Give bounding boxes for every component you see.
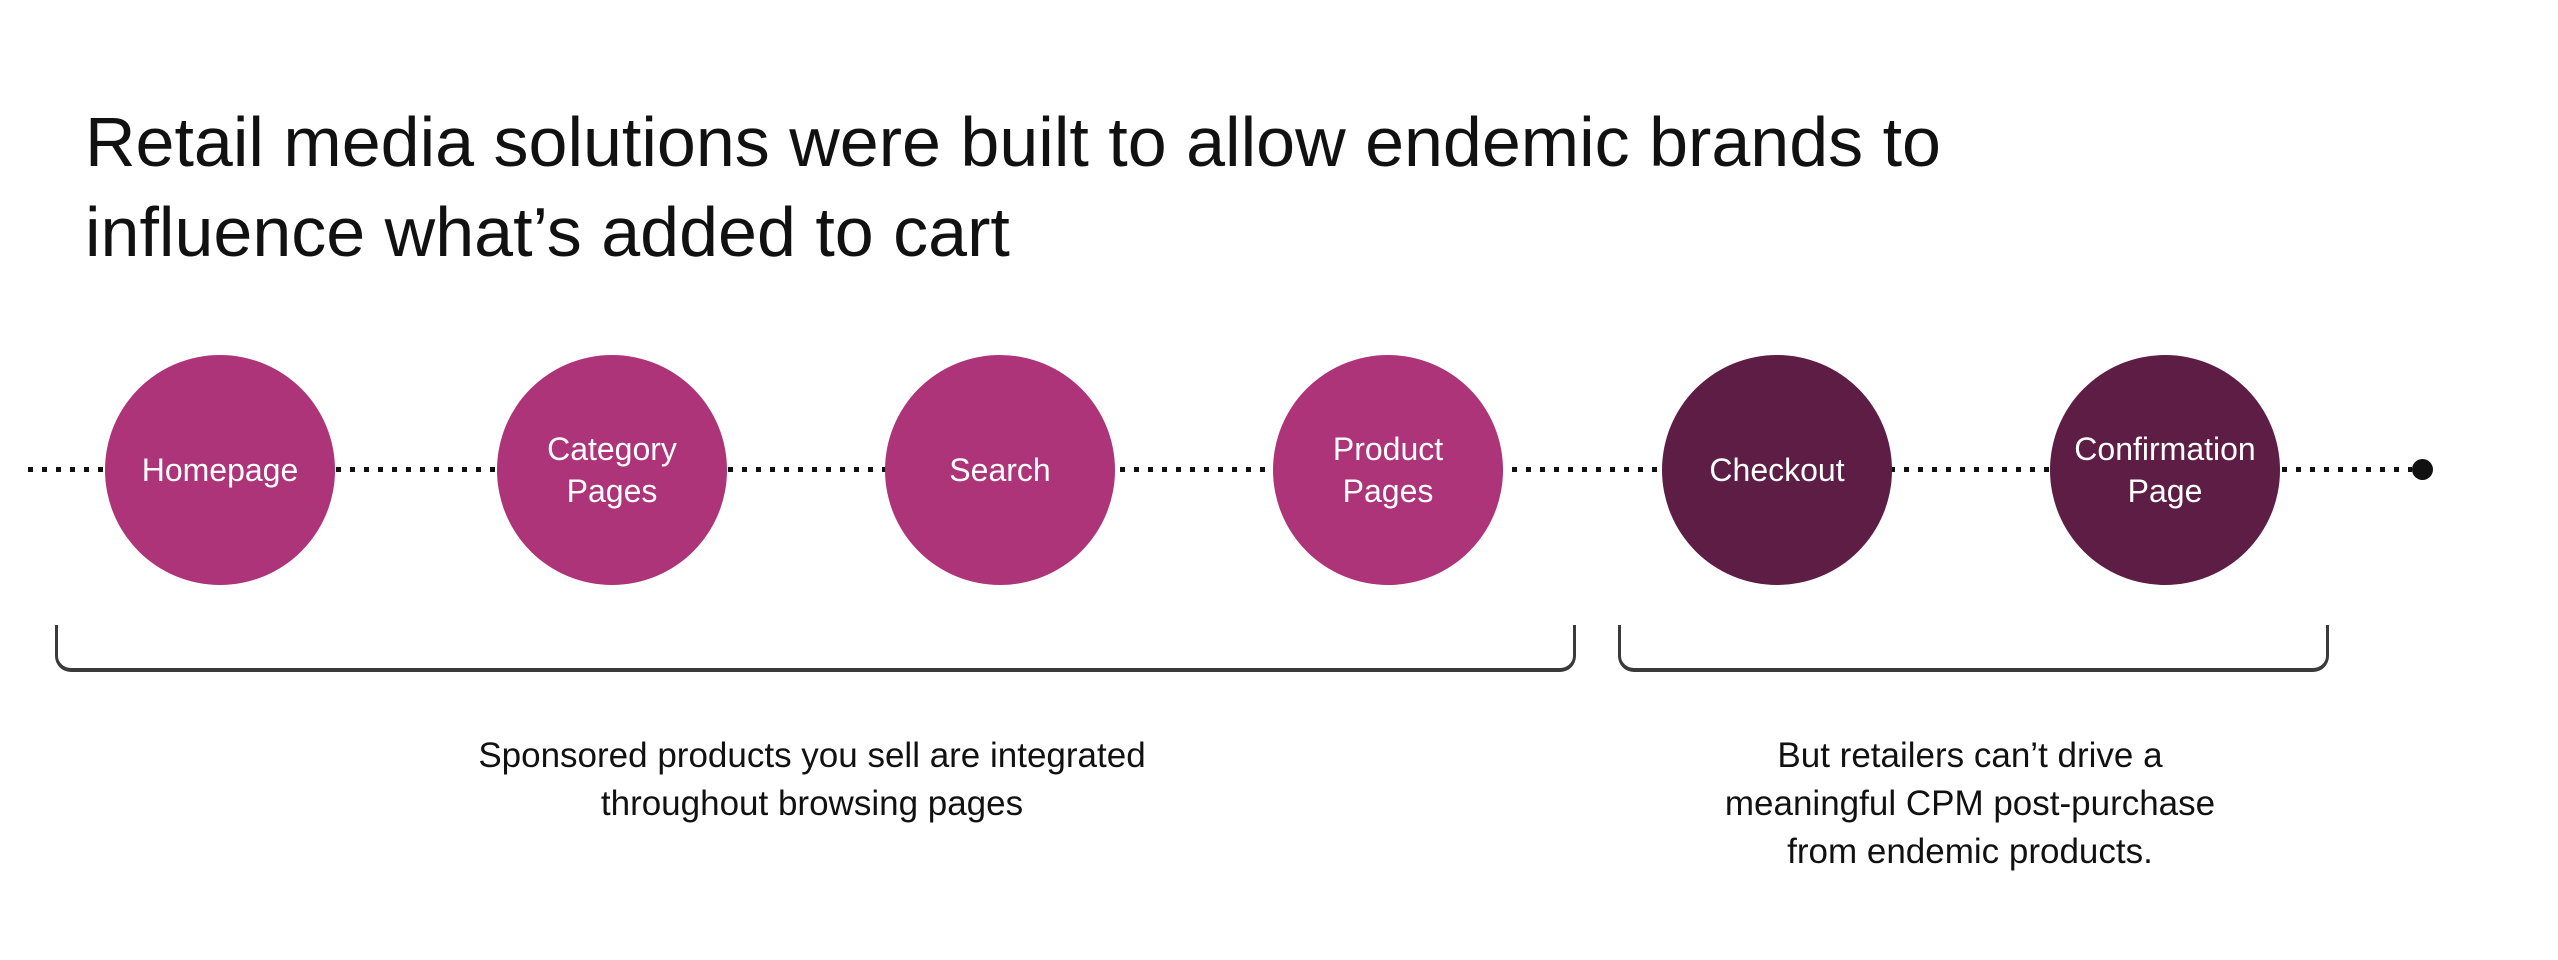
journey-step-label: Search bbox=[949, 451, 1051, 488]
caption-browsing-pages: Sponsored products you sell are integrat… bbox=[478, 736, 1146, 823]
journey-step-label: Product Pages bbox=[1332, 430, 1444, 509]
caption-post-purchase: But retailers can’t drive a meaningful C… bbox=[1724, 736, 2216, 871]
page-title: Retail media solutions were built to all… bbox=[85, 102, 1941, 271]
journey-step-label: Confirmation Page bbox=[2074, 430, 2256, 509]
journey-step-checkout: Checkout bbox=[1662, 355, 1892, 585]
bracket-browsing-pages bbox=[55, 625, 1576, 672]
journey-step-label: Homepage bbox=[141, 451, 299, 488]
journey-step-category-pages: Category Pages bbox=[497, 355, 727, 585]
journey-dotted-line bbox=[28, 467, 2412, 472]
journey-end-dot bbox=[2412, 459, 2433, 480]
journey-step-product-pages: Product Pages bbox=[1273, 355, 1503, 585]
journey-step-confirmation-page: Confirmation Page bbox=[2050, 355, 2280, 585]
journey-step-label: Category Pages bbox=[547, 430, 677, 509]
journey-step-homepage: Homepage bbox=[105, 355, 335, 585]
journey-step-label: Checkout bbox=[1709, 451, 1845, 488]
bracket-post-purchase bbox=[1618, 625, 2329, 672]
journey-step-search: Search bbox=[885, 355, 1115, 585]
